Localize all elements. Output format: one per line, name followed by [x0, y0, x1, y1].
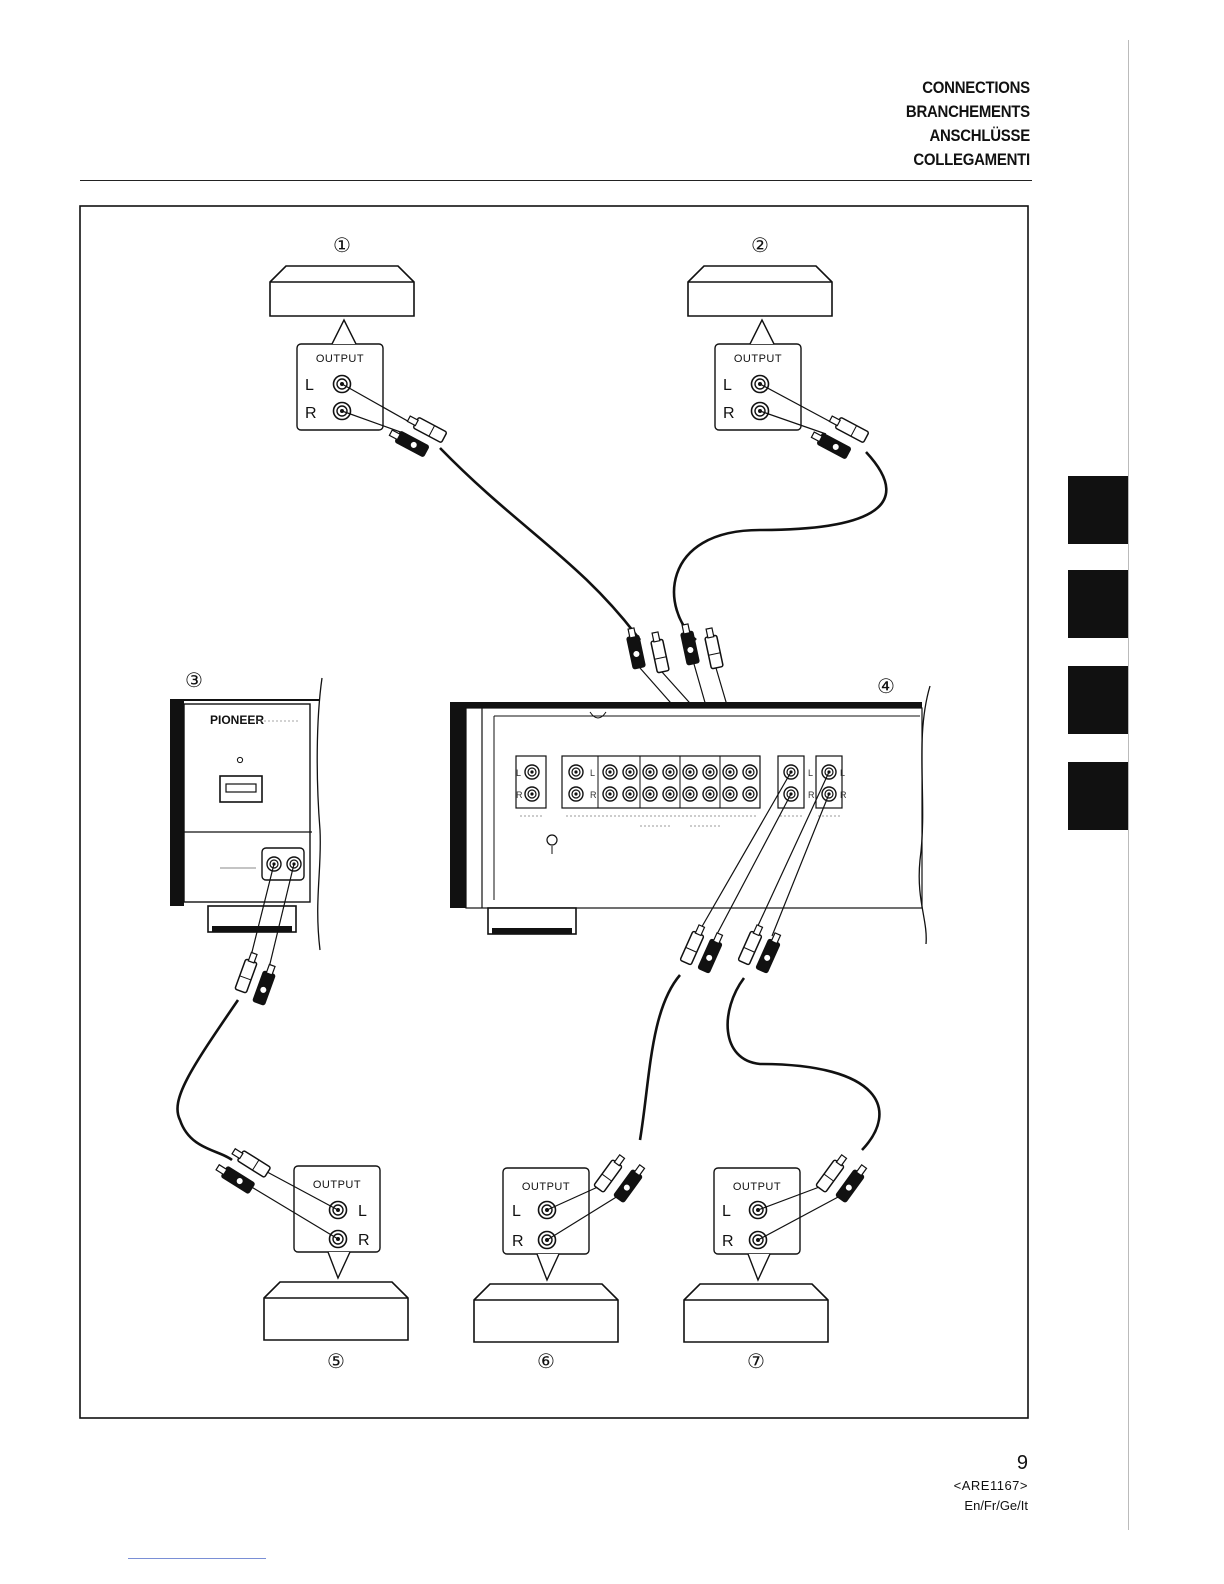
output-label-1: OUTPUT [316, 353, 364, 365]
marker-4: ④ [877, 676, 895, 698]
label-r-2: R [723, 405, 735, 422]
output-label-6: OUTPUT [522, 1181, 570, 1193]
output-label-2: OUTPUT [734, 353, 782, 365]
output-label-5: OUTPUT [313, 1179, 361, 1191]
marker-2: ② [751, 235, 769, 257]
component-5 [214, 1146, 408, 1340]
page-number: 9 [1017, 1452, 1028, 1475]
marker-1: ① [333, 235, 351, 257]
amp-label-r: R [840, 790, 847, 800]
component-4-amplifier: L R L R L R L R [450, 686, 930, 944]
label-r-1: R [305, 405, 317, 422]
label-r-7: R [722, 1233, 734, 1250]
amp-label-r: R [516, 790, 523, 800]
amp-label-l: L [590, 768, 595, 778]
bottom-rule [128, 1558, 266, 1559]
document-code: <ARE1167> [954, 1478, 1028, 1493]
marker-3: ③ [185, 670, 203, 692]
amp-label-r: R [590, 790, 597, 800]
marker-5: ⑤ [327, 1351, 345, 1373]
pioneer-logo: PIONEER [210, 713, 264, 727]
languages: En/Fr/Ge/It [964, 1498, 1028, 1513]
marker-6: ⑥ [537, 1351, 555, 1373]
marker-7: ⑦ [747, 1351, 765, 1373]
label-r-6: R [512, 1233, 524, 1250]
label-l-2: L [723, 377, 732, 394]
amp-label-l: L [840, 768, 845, 778]
label-l-7: L [722, 1203, 731, 1220]
amp-label-r: R [808, 790, 815, 800]
component-3-pioneer: PIONEER [170, 678, 322, 950]
label-l-1: L [305, 377, 314, 394]
label-l-6: L [512, 1203, 521, 1220]
amp-label-l: L [808, 768, 813, 778]
label-r-5: R [358, 1232, 370, 1249]
label-l-5: L [358, 1203, 367, 1220]
output-label-7: OUTPUT [733, 1181, 781, 1193]
amp-label-l: L [516, 768, 521, 778]
